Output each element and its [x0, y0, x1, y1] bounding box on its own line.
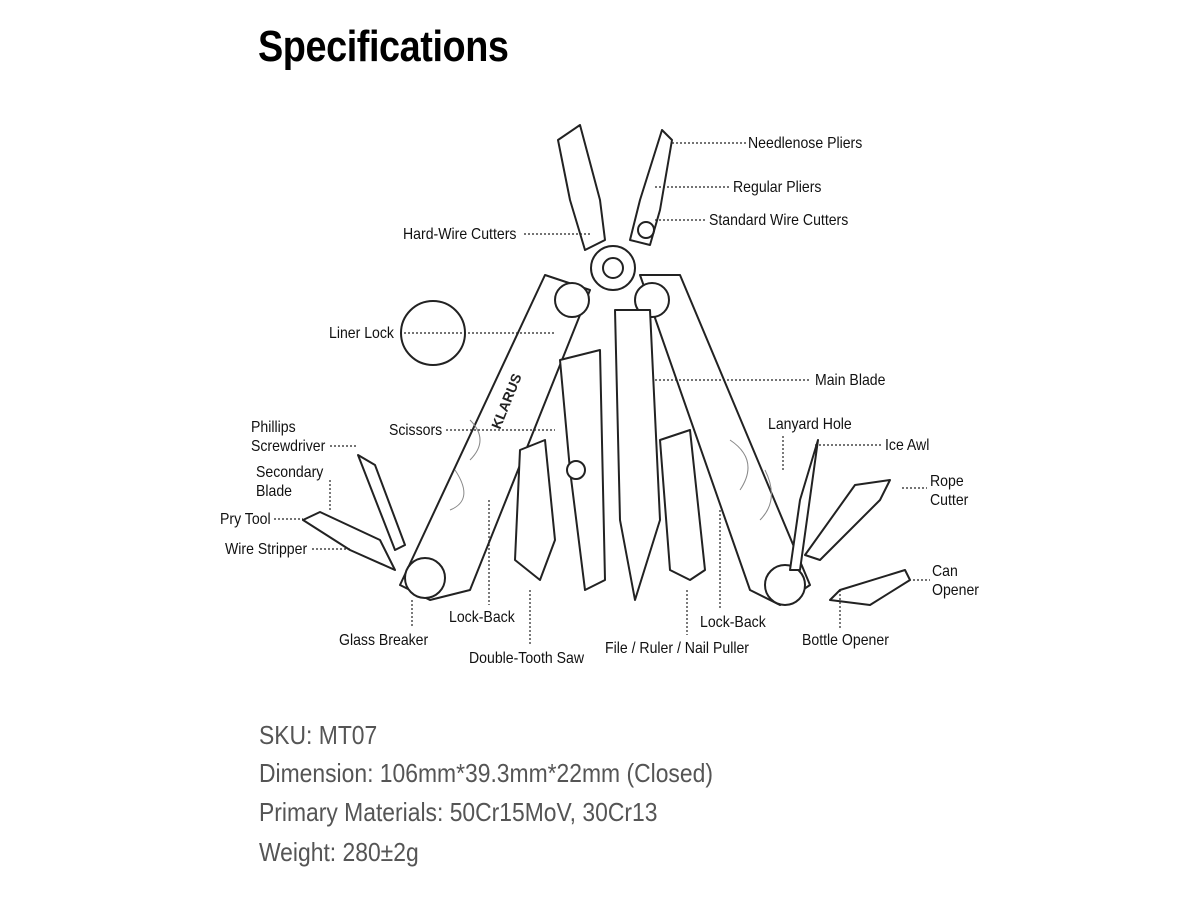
spec-weight: Weight: 280±2g: [259, 837, 419, 867]
label-bottle-opener: Bottle Opener: [802, 632, 889, 649]
label-ice-awl: Ice Awl: [885, 437, 930, 454]
main-blade-drawing: [614, 309, 661, 601]
label-scissors: Scissors: [389, 422, 443, 439]
label-liner-lock: Liner Lock: [329, 325, 394, 342]
spec-materials: Primary Materials: 50Cr15MoV, 30Cr13: [259, 797, 658, 827]
label-line: Screwdriver: [251, 438, 326, 455]
label-double-tooth-saw: Double-Tooth Saw: [469, 650, 585, 667]
page-title: Specifications: [258, 22, 509, 71]
label-lanyard-hole: Lanyard Hole: [768, 416, 852, 433]
file-drawing: [659, 429, 706, 581]
label-file-ruler-nail-puller: File / Ruler / Nail Puller: [605, 640, 749, 657]
spec-dimension: Dimension: 106mm*39.3mm*22mm (Closed): [259, 758, 713, 788]
right-handle-drawing: [634, 274, 811, 606]
pliers-drawing: [557, 124, 673, 291]
label-line: Opener: [932, 582, 979, 599]
label-line: Cutter: [930, 492, 969, 509]
label-line: Rope: [930, 473, 964, 490]
multitool-diagram: KLARUS: [274, 124, 930, 645]
label-line: Secondary: [256, 464, 324, 481]
label-lock-back-left: Lock-Back: [449, 609, 515, 626]
label-standard-wire-cutters: Standard Wire Cutters: [709, 212, 849, 229]
label-line: Can: [932, 563, 958, 580]
label-glass-breaker: Glass Breaker: [339, 632, 429, 649]
label-line: Blade: [256, 483, 293, 500]
label-regular-pliers: Regular Pliers: [733, 179, 822, 196]
label-lock-back-right: Lock-Back: [700, 614, 766, 631]
label-needlenose-pliers: Needlenose Pliers: [748, 135, 863, 152]
label-pry-tool: Pry Tool: [220, 511, 271, 528]
spec-sku: SKU: MT07: [259, 720, 378, 750]
leader-lines: [274, 142, 930, 645]
label-main-blade: Main Blade: [815, 372, 886, 389]
label-wire-stripper: Wire Stripper: [225, 541, 308, 558]
label-hard-wire-cutters: Hard-Wire Cutters: [403, 226, 517, 243]
label-line: Phillips: [251, 419, 296, 436]
saw-drawing: [514, 439, 556, 581]
